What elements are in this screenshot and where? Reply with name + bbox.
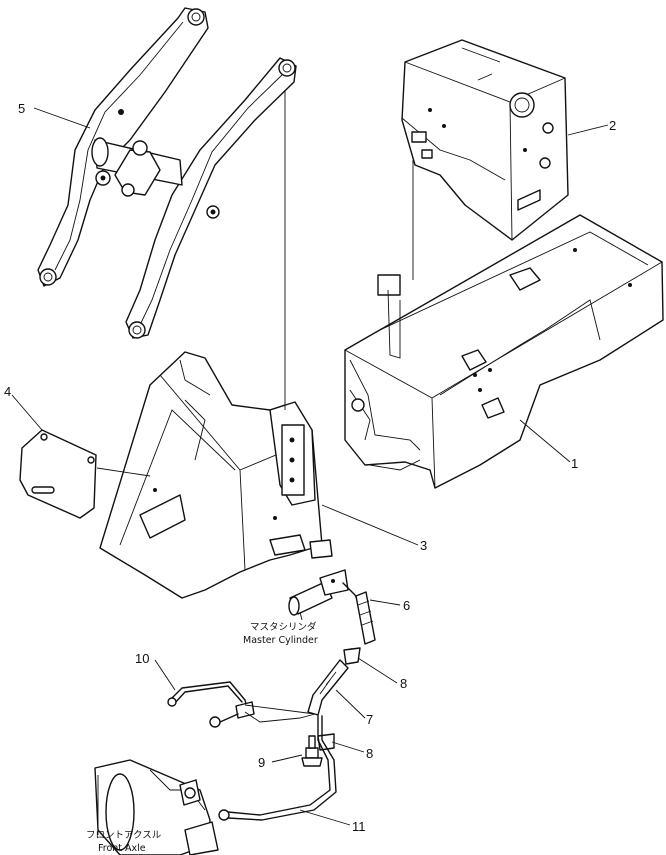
hose-7 xyxy=(307,659,349,716)
lift-arm-assembly xyxy=(37,7,297,339)
joint-8-upper xyxy=(343,647,361,665)
brake-tube-11 xyxy=(218,715,337,821)
callout-11: 11 xyxy=(352,819,366,834)
callout-2: 2 xyxy=(609,118,616,133)
callout-8-upper: 8 xyxy=(400,676,407,691)
callout-8-lower: 8 xyxy=(366,746,373,761)
front-axle-label-jp: フロントアクスル xyxy=(86,830,162,841)
callout-10: 10 xyxy=(135,651,149,666)
master-cylinder-label-jp: マスタシリンダ xyxy=(250,621,317,633)
rear-frame xyxy=(344,214,664,489)
callout-5: 5 xyxy=(18,101,25,116)
hose-6 xyxy=(342,582,376,645)
callout-4: 4 xyxy=(4,384,11,399)
front-axle xyxy=(94,759,219,855)
callout-7: 7 xyxy=(366,712,373,727)
front-frame xyxy=(99,351,333,599)
front-axle-label-en: Front Axle xyxy=(98,843,146,854)
callout-3: 3 xyxy=(420,538,427,553)
master-cylinder xyxy=(288,569,349,621)
leader-lines xyxy=(11,90,609,826)
cover-assembly xyxy=(401,39,569,241)
master-cylinder-label-en: Master Cylinder xyxy=(243,635,318,646)
cover-plate xyxy=(19,429,97,519)
bolt-9 xyxy=(301,735,323,767)
callout-1: 1 xyxy=(571,456,578,471)
callout-9: 9 xyxy=(258,755,265,770)
callout-6: 6 xyxy=(403,598,410,613)
brake-tube-10 xyxy=(167,681,316,728)
